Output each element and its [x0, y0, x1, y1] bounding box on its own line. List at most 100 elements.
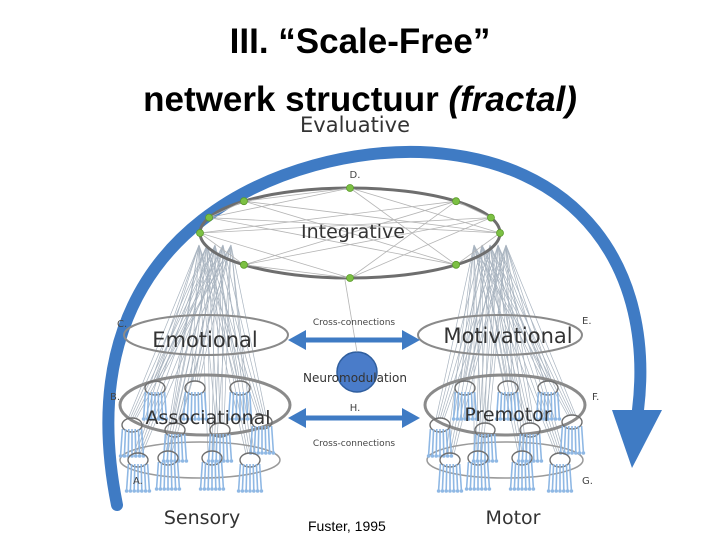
neuron-soma	[508, 487, 513, 491]
neuron-soma	[475, 459, 480, 463]
neuron-stalk	[155, 461, 160, 489]
neuron-stalk	[173, 461, 177, 489]
neuron-stalk	[483, 461, 487, 489]
neuron-soma	[157, 417, 161, 421]
neuron-stalk	[530, 461, 535, 489]
neuron-soma	[471, 459, 476, 463]
neuron-soma	[198, 487, 203, 491]
neuron-stalk	[435, 428, 438, 456]
neuron-stalk	[495, 391, 500, 419]
neuron-soma	[197, 417, 201, 421]
neuron-soma	[118, 454, 123, 458]
neuron-soma	[459, 489, 464, 493]
neuron-stalk	[220, 461, 225, 489]
neuron-stalk	[253, 425, 257, 453]
neuron-soma	[483, 487, 488, 491]
neuron-stalk	[166, 433, 170, 461]
neuron-stalk	[182, 391, 187, 419]
neuron-soma	[147, 489, 152, 493]
neuron-soma	[255, 489, 260, 493]
neuron-stalk	[538, 433, 543, 461]
neuron-soma	[452, 489, 456, 493]
neuron-stalk	[543, 391, 546, 419]
neuron-soma	[185, 417, 190, 421]
neuron-stalk	[580, 425, 585, 453]
motivational-ellipse	[417, 314, 583, 356]
neuron-stalk	[472, 433, 477, 461]
neuron-stalk	[525, 433, 528, 461]
neuron-soma	[214, 459, 218, 463]
neuron-soma	[550, 489, 555, 493]
neuron-soma	[535, 459, 540, 463]
fan-line	[214, 244, 221, 425]
mesh-line	[209, 217, 501, 234]
emotional-ellipse-group	[118, 314, 292, 479]
neuron-stalk	[467, 391, 470, 419]
neuron-stalk	[119, 428, 124, 456]
mesh-line	[199, 232, 245, 266]
neuron-stalk	[574, 425, 577, 453]
neuron-soma	[494, 459, 499, 463]
label-premotor: Premotor	[464, 404, 551, 426]
integrative-node	[205, 213, 213, 222]
neuron-soma	[202, 487, 207, 491]
neuron-stalk	[180, 433, 184, 461]
neuron-soma	[264, 451, 268, 455]
neuron-soma	[217, 487, 222, 491]
mesh-line	[208, 187, 351, 219]
neuron-stalk	[563, 425, 567, 453]
label-integrative: Integrative	[301, 221, 405, 243]
neuron-soma	[173, 487, 178, 491]
neuron-cluster	[124, 452, 152, 493]
neuron-stalk	[225, 433, 229, 461]
fan-line	[230, 244, 267, 417]
neuron-stalk	[143, 463, 147, 491]
integrative-node	[240, 260, 248, 269]
neuron-soma	[267, 451, 272, 455]
mesh-line	[199, 232, 351, 279]
neuron-soma	[464, 487, 469, 491]
neuron-stalk	[556, 391, 561, 419]
neuron-soma	[430, 454, 435, 458]
neuron-soma	[532, 459, 536, 463]
neuron-soma	[143, 489, 148, 493]
neuron-soma	[225, 459, 230, 463]
fan-line	[198, 244, 247, 455]
fan-line	[439, 244, 491, 420]
neuron-soma	[558, 489, 562, 493]
neuron-soma	[260, 451, 264, 455]
neuron-stalk	[473, 461, 476, 489]
neuron-stalk	[222, 433, 225, 461]
neuron-stalk	[190, 391, 193, 419]
neuron-soma	[154, 487, 159, 491]
neuron-stalk	[516, 391, 521, 419]
neuron-soma	[531, 487, 536, 491]
neuron-stalk	[565, 463, 569, 491]
fan-line	[211, 244, 216, 453]
neuron-soma	[516, 459, 521, 463]
neuron-stalk	[577, 425, 581, 453]
neuron-stalk	[235, 391, 238, 419]
associational-ellipse	[118, 373, 292, 437]
neuron-soma	[570, 451, 574, 455]
neuron-soma	[153, 417, 157, 421]
fan-line	[198, 244, 237, 383]
neuron-stalk	[199, 461, 204, 489]
mesh-line	[243, 217, 492, 266]
neuron-soma	[271, 451, 276, 455]
neuron-stalk	[146, 391, 150, 419]
cross-arrow-top	[288, 330, 420, 350]
emotional-ellipse	[123, 314, 289, 356]
fan-line	[505, 244, 527, 453]
fan-line	[497, 244, 533, 425]
neuron-soma	[236, 489, 241, 493]
fan-line	[190, 244, 200, 383]
neuron-stalk	[211, 433, 215, 461]
neuron-stalk	[442, 428, 445, 456]
neuron-soma	[122, 454, 127, 458]
neuron-soma	[444, 489, 449, 493]
neuron-soma	[520, 487, 524, 491]
neuron-soma	[132, 489, 136, 493]
neuron-stalk	[562, 463, 565, 491]
